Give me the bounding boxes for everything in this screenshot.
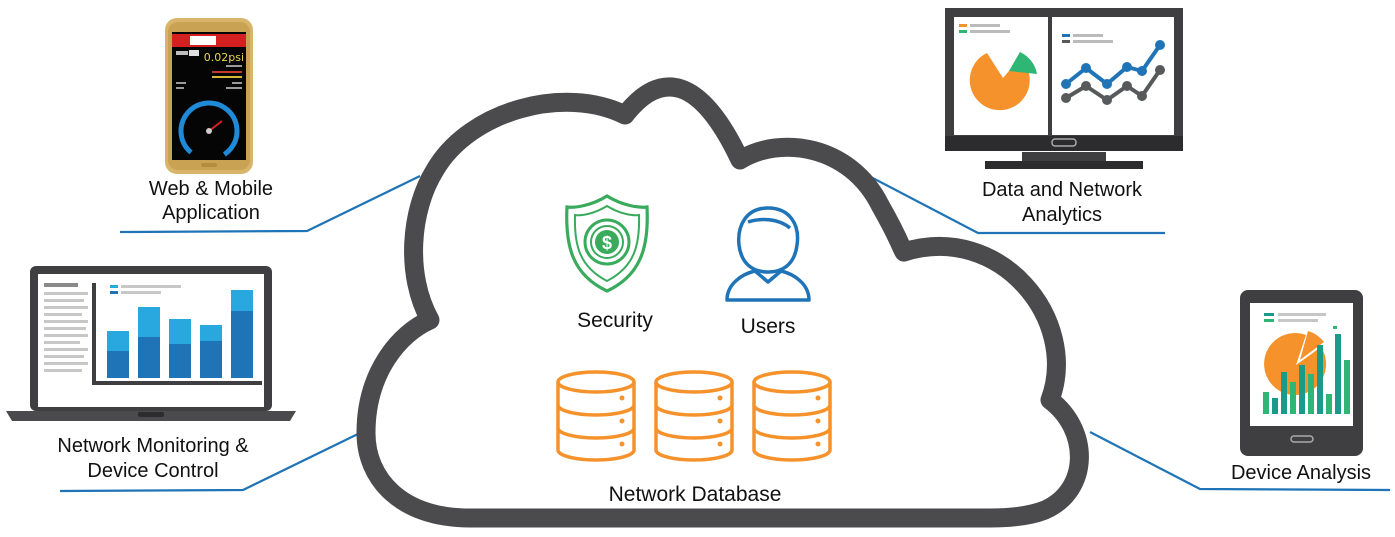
database-group: [556, 370, 832, 462]
shield-dollar-icon: $: [565, 194, 649, 293]
laptop-label-line2: Device Control: [87, 460, 218, 482]
connector-analytics: [864, 173, 1165, 235]
analytics-monitor-device: [945, 8, 1183, 169]
laptop-device: [6, 266, 296, 421]
tablet-label: Device Analysis: [1231, 462, 1371, 484]
connector-tablet: [1089, 431, 1391, 492]
analytics-label-line2: Analytics: [1022, 204, 1102, 226]
connector-mobile: [119, 175, 421, 234]
security-label: Security: [577, 309, 653, 332]
users-label: Users: [741, 315, 796, 338]
analytics-label-line1: Data and Network: [982, 179, 1143, 201]
analytics-pie: [969, 52, 1037, 111]
database-icon: [654, 370, 734, 462]
user-icon: [725, 206, 811, 302]
analytics-line-chart: [1061, 40, 1165, 105]
laptop-bar-chart: [107, 290, 253, 378]
cloud-outline: [356, 77, 1089, 528]
connector-lines: [59, 173, 1391, 493]
laptop-label-line1: Network Monitoring &: [57, 435, 249, 457]
svg-text:$: $: [602, 233, 612, 253]
connector-laptop: [59, 432, 361, 493]
pressure-readout: 0.02psi: [204, 51, 244, 64]
tablet-device: [1240, 290, 1363, 456]
mobile-label-line1: Web & Mobile: [149, 178, 273, 200]
mobile-phone-device: 0.02psi: [165, 18, 253, 174]
mobile-label-line2: Application: [162, 202, 260, 224]
tablet-bar-chart: [1263, 334, 1350, 414]
database-icon: [556, 370, 636, 462]
database-icon: [752, 370, 832, 462]
network-database-label: Network Database: [609, 483, 782, 506]
